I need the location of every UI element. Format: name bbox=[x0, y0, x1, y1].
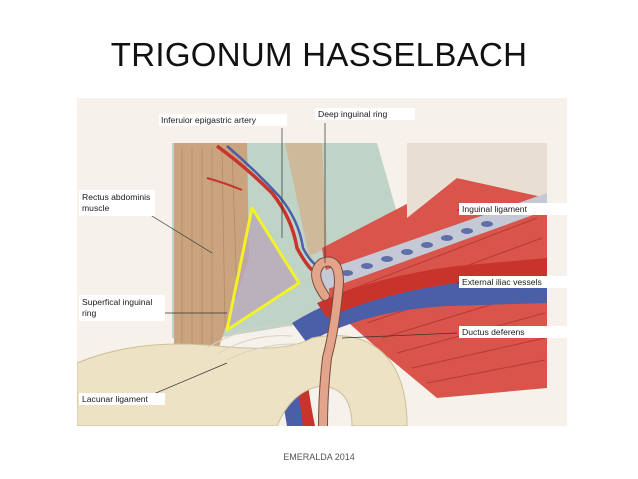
rectus-fibers bbox=[181, 147, 238, 348]
label-inferior-epigastric-artery: Inferuior epigastric artery bbox=[161, 115, 257, 125]
label-bg bbox=[459, 203, 567, 215]
inferior-epigastric-vein bbox=[226, 145, 318, 267]
label-superficial-inguinal-ring-line1: Superfical inguinal bbox=[82, 297, 152, 307]
label-bg bbox=[459, 276, 567, 288]
label-bg bbox=[159, 114, 287, 126]
inguinal-ligament-band bbox=[317, 193, 547, 290]
label-rectus-abdominis-line2: muscle bbox=[82, 203, 109, 213]
external-iliac-vein bbox=[292, 273, 547, 343]
lacunar-ligament-fibers bbox=[206, 325, 298, 361]
label-bg bbox=[79, 295, 165, 321]
slide-title: TRIGONUM HASSELBACH bbox=[110, 36, 528, 73]
upper-fascia bbox=[407, 143, 547, 218]
label-external-iliac-vessels: External iliac vessels bbox=[462, 277, 542, 287]
label-bg bbox=[79, 190, 155, 216]
label-deep-inguinal-ring: Deep inguinal ring bbox=[318, 109, 387, 119]
ductus-deferens bbox=[312, 257, 344, 426]
lateral-fascia-strip bbox=[285, 143, 327, 256]
label-ductus-deferens: Ductus deferens bbox=[462, 327, 525, 337]
ligament-chain-pattern bbox=[341, 221, 493, 276]
hesselbach-triangle-outline bbox=[225, 206, 301, 332]
inferior-epigastric-artery bbox=[215, 144, 314, 272]
label-rectus-abdominis-line1: Rectus abdominis bbox=[82, 192, 150, 202]
epigastric-branch bbox=[206, 177, 243, 191]
external-iliac-artery bbox=[317, 258, 547, 318]
label-bg bbox=[459, 326, 567, 338]
label-inguinal-ligament: Inguinal ligament bbox=[462, 204, 528, 214]
slide-footer: EMERALDA 2014 bbox=[283, 452, 355, 462]
label-lacunar-ligament: Lacunar ligament bbox=[82, 394, 149, 404]
inguinal-region-diagram: Inferuior epigastric artery Deep inguina… bbox=[77, 98, 567, 426]
pubic-bone bbox=[77, 335, 408, 426]
label-bg bbox=[79, 393, 165, 405]
anatomy-illustration: Inferuior epigastric artery Deep inguina… bbox=[77, 98, 567, 426]
hesselbach-triangle-area bbox=[227, 208, 299, 330]
label-bg bbox=[315, 108, 415, 120]
rectus-abdominis-muscle bbox=[174, 143, 249, 356]
label-superficial-inguinal-ring-line2: ring bbox=[82, 308, 97, 318]
